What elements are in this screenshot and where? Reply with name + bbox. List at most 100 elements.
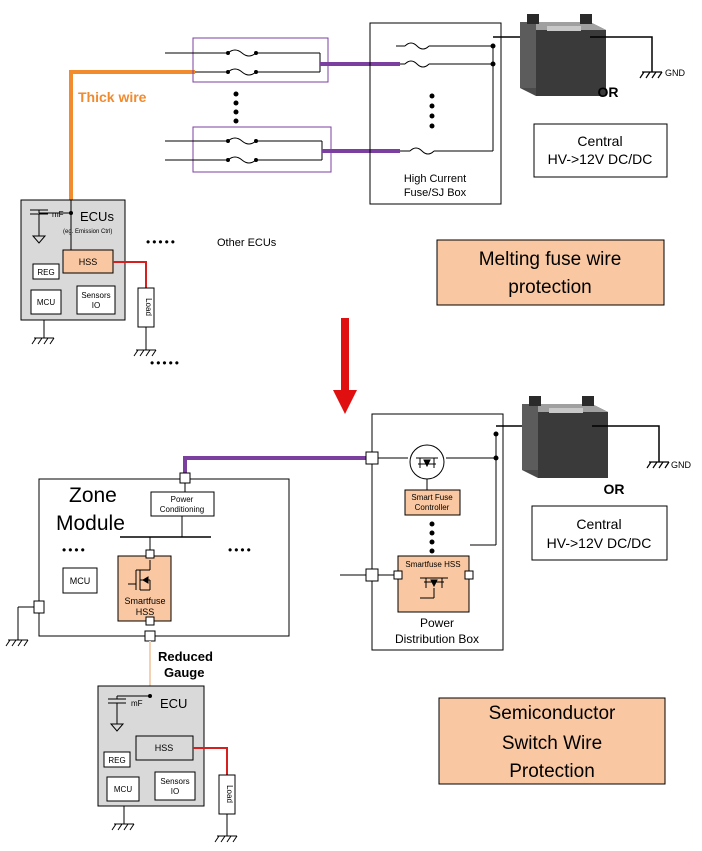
semi-label-3: Protection	[509, 761, 595, 782]
more-dots-top: •••••	[150, 356, 181, 370]
sfc-label-1: Smart Fuse	[411, 493, 453, 502]
thick-wire	[69, 70, 195, 200]
pdb-connector-top	[365, 451, 379, 465]
zone-mcu-label: MCU	[70, 576, 91, 586]
load-ground-bottom	[214, 814, 238, 843]
zone-hss-pin-bottom	[145, 616, 155, 626]
melting-fuse-callout	[436, 239, 665, 306]
zone-connector-top	[179, 472, 191, 484]
ecu-sensors-label-2: IO	[171, 787, 179, 796]
ecus-cap-label: mF	[52, 210, 64, 219]
load-label-top: Load	[144, 298, 153, 316]
ecus-reg-label: REG	[37, 268, 54, 277]
pdb-smartfuse-hss	[397, 555, 470, 613]
zone-dots-right: ••••	[228, 543, 253, 557]
power-cond-label-1: Power	[171, 495, 194, 504]
zone-smartfuse-label-1: Smartfuse	[124, 596, 165, 606]
ecus-mcu-label: MCU	[37, 298, 55, 307]
ecus-title: ECUs	[80, 209, 114, 224]
pdb-hss-pin-left	[393, 570, 403, 580]
gnd-wire-bottom	[592, 425, 660, 462]
fuse-group-1	[192, 37, 329, 83]
central-label-bottom-1: Central	[576, 516, 621, 532]
central-label-top-1: Central	[577, 133, 622, 149]
melting-label-2: protection	[508, 277, 591, 298]
ecus-ground-top	[31, 320, 55, 345]
purple-wire-zone	[183, 456, 372, 474]
transition-arrow	[333, 318, 357, 414]
zone-label-1: Zone	[69, 484, 117, 507]
ecu-ground-bottom	[111, 806, 135, 831]
pdb-dots	[429, 521, 435, 554]
ecus-subtitle: (eg. Emission Ctrl)	[63, 229, 112, 235]
battery-icon	[520, 14, 606, 96]
red-load-wire-top	[113, 261, 147, 288]
ecu-reg-label: REG	[108, 756, 125, 765]
semi-label-1: Semiconductor	[489, 703, 616, 724]
pdb-label-2: Distribution Box	[395, 632, 479, 646]
zone-connector-bottom	[144, 630, 156, 642]
ecus-mcu-block	[30, 289, 62, 315]
power-cond-label-2: Conditioning	[160, 505, 204, 514]
fuse-group-dots	[233, 91, 239, 124]
sfc-label-2: Controller	[415, 503, 450, 512]
hc-box-label-1: High Current	[404, 173, 466, 185]
zone-dots-left: ••••	[62, 543, 87, 557]
red-load-wire-bottom	[193, 747, 228, 775]
reduced-gauge-label-2: Gauge	[164, 665, 204, 680]
ecu-capacitor	[108, 694, 152, 732]
ecu-mcu-label: MCU	[114, 785, 132, 794]
ecus-sensors-label-2: IO	[92, 301, 100, 310]
ecu-reg-block	[103, 751, 131, 768]
battery-icon-bottom	[522, 396, 608, 478]
fuse-group-2-wires	[165, 137, 323, 164]
pdb-hss-pin-right	[464, 570, 474, 580]
central-label-bottom-2: HV->12V DC/DC	[547, 535, 652, 551]
ecus-hss-label: HSS	[79, 257, 98, 267]
ecu-title: ECU	[160, 696, 187, 711]
smart-fuse-controller	[404, 489, 461, 516]
hc-box-fuses	[396, 42, 496, 155]
hc-box-dots	[429, 93, 435, 129]
pdb-mosfet-icon	[409, 444, 445, 480]
high-current-fuse-box	[369, 22, 502, 205]
semi-label-2: Switch Wire	[502, 733, 602, 754]
zone-hss-pin-top	[145, 549, 155, 559]
pdb-smartfuse-label: Smartfuse HSS	[405, 560, 460, 569]
gnd-symbol-top	[639, 71, 663, 79]
gnd-label-bottom: GND	[671, 460, 692, 470]
ecus-capacitor	[30, 200, 73, 250]
ecu-mcu-block	[106, 776, 140, 802]
melting-label-1: Melting fuse wire	[479, 249, 622, 270]
zone-smartfuse-hss	[117, 555, 172, 622]
central-dcdc-box-top	[533, 123, 668, 178]
central-label-top-2: HV->12V DC/DC	[548, 151, 653, 167]
load-label-bottom: Load	[225, 785, 234, 803]
zone-mcu-block	[62, 567, 98, 594]
semiconductor-callout	[438, 697, 666, 785]
ecus-sensors-block	[76, 285, 116, 315]
central-dcdc-box-bottom	[531, 505, 668, 561]
gnd-label-top: GND	[665, 68, 686, 78]
zone-connector-left	[33, 600, 45, 614]
gnd-wire-top	[590, 36, 653, 72]
ecu-sensors-label-1: Sensors	[160, 777, 189, 786]
zone-mosfet-icon	[128, 560, 151, 591]
zone-label-2: Module	[56, 512, 125, 535]
zone-ground	[5, 606, 34, 647]
other-ecus-label: Other ECUs	[217, 237, 277, 249]
pdb-connector-left	[365, 568, 379, 582]
ecu-hss-label: HSS	[155, 743, 174, 753]
pdb-label-1: Power	[420, 616, 454, 630]
ecus-sensors-label-1: Sensors	[81, 291, 110, 300]
ecu-sensors-block	[154, 771, 196, 801]
ecus-dots: •••••	[146, 235, 177, 249]
thick-wire-label: Thick wire	[78, 89, 147, 105]
ecus-reg-block	[32, 263, 60, 280]
power-conditioning-block	[150, 491, 215, 517]
pdb-hss-mosfet-icon	[420, 577, 448, 599]
load-ground-top	[133, 327, 157, 357]
fuse-group-2	[192, 126, 332, 173]
reduced-gauge-label-1: Reduced	[158, 649, 213, 664]
